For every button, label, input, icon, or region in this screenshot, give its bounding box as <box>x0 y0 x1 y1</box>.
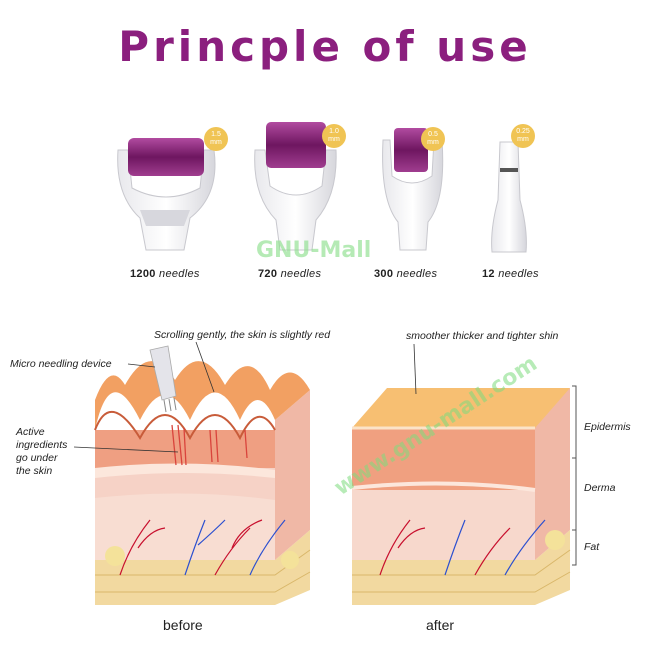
annotation-smoother: smoother thicker and tighter shin <box>406 330 559 342</box>
needle-count: 720 needles <box>258 268 322 280</box>
annotation-device: Micro needling device <box>10 358 112 370</box>
roller-drum <box>394 128 428 172</box>
layer-label-fat: Fat <box>584 541 600 553</box>
roller-drum <box>266 122 326 168</box>
caption-before: before <box>163 617 203 633</box>
annotation-lines <box>73 341 417 453</box>
roller-device-1200 <box>117 138 216 251</box>
skin-block-before <box>94 345 311 605</box>
watermark-logo: GNU-Mall <box>256 238 372 263</box>
needle-count: 300 needles <box>374 268 438 280</box>
roller-device-300 <box>382 128 444 251</box>
layer-label-epidermis: Epidermis <box>584 421 631 433</box>
stamp-device-12 <box>491 141 527 253</box>
layer-brackets <box>572 385 577 566</box>
annotation-active-ingredients: Active ingredients go under the skin <box>16 426 68 477</box>
skin-block-after <box>351 388 571 605</box>
caption-after: after <box>426 617 455 633</box>
page-title: Princple of use <box>118 22 532 71</box>
layer-label-derma: Derma <box>584 482 616 494</box>
roller-device-720 <box>254 122 337 251</box>
needle-count: 1200 needles <box>130 268 200 280</box>
annotation-scrolling: Scrolling gently, the skin is slightly r… <box>154 329 331 341</box>
needle-count: 12 needles <box>482 268 539 280</box>
roller-drum <box>128 138 204 176</box>
